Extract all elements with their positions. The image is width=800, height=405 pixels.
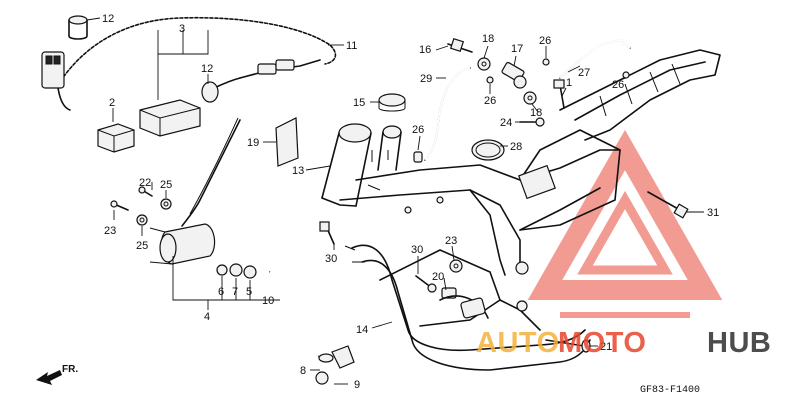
callout-7: 7 <box>232 286 238 298</box>
watermark-logo <box>527 129 723 318</box>
callout-25a: 25 <box>160 179 172 191</box>
callout-12b: 12 <box>201 63 213 75</box>
callout-30b: 30 <box>411 244 423 256</box>
callout-10: 10 <box>262 295 274 307</box>
washer-18b <box>523 91 537 105</box>
bolt-1 <box>553 79 565 109</box>
watermark-word-auto: AUTO <box>476 327 560 359</box>
bolt-30b <box>415 275 437 293</box>
callout-28: 29 <box>420 73 432 85</box>
callout-6: 6 <box>218 286 224 298</box>
front-direction-indicator: FR. <box>36 364 78 385</box>
front-label: FR. <box>62 364 78 375</box>
callout-25b: 25 <box>136 240 148 252</box>
bolt-23b <box>138 186 153 197</box>
callout-20: 20 <box>432 271 444 283</box>
callout-1: 1 <box>566 77 572 89</box>
callout-11: 11 <box>346 40 357 52</box>
breather-tube <box>559 39 631 79</box>
callout-31: 31 <box>707 207 719 219</box>
callout-30a: 30 <box>325 253 337 265</box>
relay <box>97 123 135 153</box>
callout-14: 14 <box>356 324 368 336</box>
callout-3: 3 <box>179 23 185 35</box>
callout-19: 19 <box>247 137 259 149</box>
callout-24: 24 <box>500 117 512 129</box>
coil-wire-2 <box>189 117 239 215</box>
clip-26b <box>542 58 550 66</box>
cdi-unit <box>139 81 219 137</box>
callout-15: 15 <box>353 97 365 109</box>
washer-25a <box>160 198 172 210</box>
callout-numbers: 12 11 3 12 2 19 13 22 25 23 25 6 7 5 10 … <box>102 13 719 391</box>
callout-9: 9 <box>354 379 360 391</box>
callout-2: 2 <box>109 97 115 109</box>
hose-band <box>471 139 505 161</box>
callout-4: 4 <box>204 311 210 323</box>
heat-shield <box>275 117 299 167</box>
bolt-17 <box>447 37 473 53</box>
clip-26d <box>413 151 423 163</box>
callout-13: 13 <box>292 165 304 177</box>
watermark-word-hub: HUB <box>707 327 771 359</box>
fitting-16 <box>501 61 527 89</box>
callout-26a: 26 <box>484 95 496 107</box>
ignition-coil <box>149 223 216 265</box>
callout-8: 8 <box>300 365 306 377</box>
bolt-31 <box>647 191 689 219</box>
callout-26d: 26 <box>412 124 424 136</box>
callout-21: 21 <box>600 341 612 353</box>
leader-lines <box>86 17 704 385</box>
main-frame <box>321 49 721 276</box>
callout-26c: 26 <box>612 79 624 91</box>
wire-harness <box>57 16 337 111</box>
callout-22: 23 <box>445 235 457 247</box>
callout-27: 27 <box>578 67 590 79</box>
callout-17: 16 <box>419 44 431 56</box>
bolt-23a <box>110 200 129 211</box>
callout-18b: 18 <box>530 107 542 119</box>
watermark-word-moto: MOTO <box>558 327 646 359</box>
callout-16: 17 <box>511 43 523 55</box>
washer-18a <box>477 57 491 71</box>
washer-25b <box>136 214 148 226</box>
ht-lead <box>216 263 355 385</box>
nut-22 <box>449 259 463 273</box>
callout-12a: 12 <box>102 13 114 25</box>
coil-wire <box>181 119 241 227</box>
watermark-text: AUTO MOTO HUB <box>476 327 771 359</box>
rubber-cap <box>68 15 88 40</box>
callout-29: 28 <box>510 141 522 153</box>
bolt-24 <box>519 117 545 127</box>
callout-5: 5 <box>246 286 252 298</box>
callout-23a: 22 <box>139 177 151 189</box>
callout-18a: 18 <box>482 33 494 45</box>
bolt-21 <box>545 339 591 353</box>
callout-26b: 26 <box>539 35 551 47</box>
grommet <box>378 93 406 112</box>
callout-23b: 23 <box>104 225 116 237</box>
bolt-30a <box>319 221 335 245</box>
clip-26a <box>486 76 494 84</box>
connector-plug <box>41 51 65 89</box>
figure-code: GF83-F1400 <box>640 385 700 396</box>
clip-26c <box>622 71 630 79</box>
